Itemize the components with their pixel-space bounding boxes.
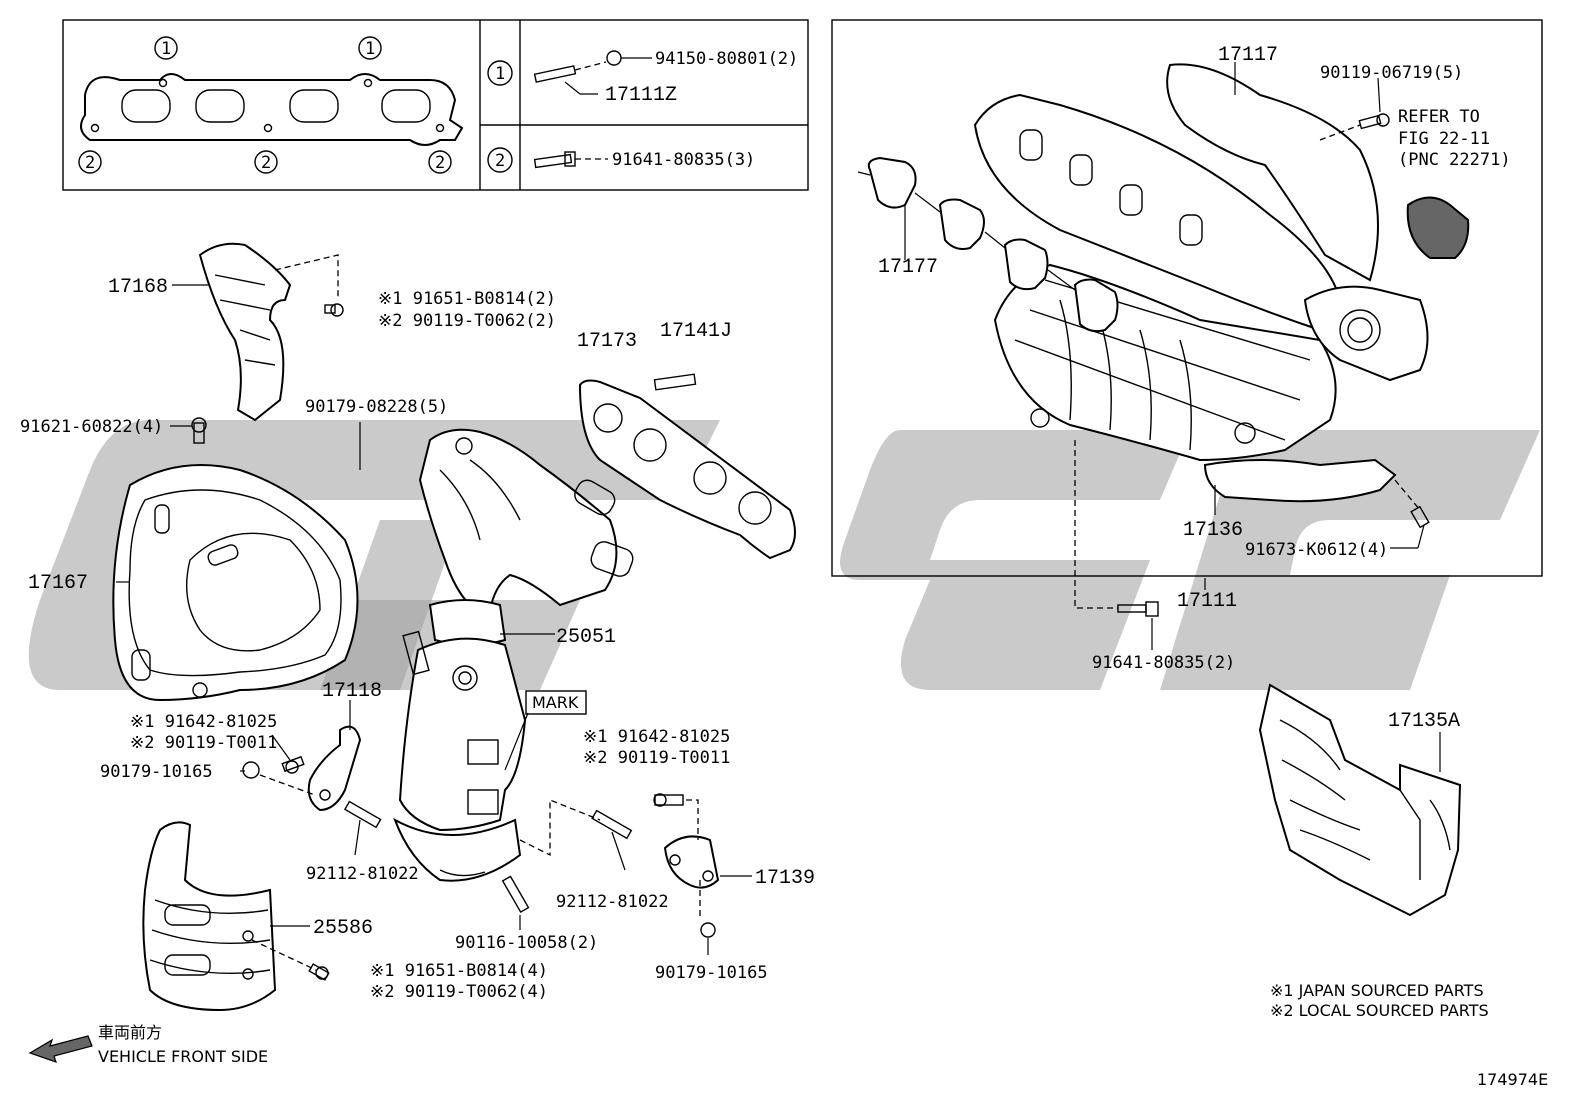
label-25051: 25051: [556, 626, 616, 649]
label-92112-a: 92112-81022: [306, 864, 419, 884]
label-right-japan: ※1 91642-81025: [583, 727, 730, 747]
label-17168-japan: ※1 91651-B0814(2): [378, 289, 556, 309]
svg-text:2: 2: [435, 153, 445, 173]
label-25586: 25586: [313, 917, 373, 940]
inset-row1-symbol: 1: [495, 64, 505, 84]
label-92112-b: 92112-81022: [556, 892, 669, 912]
label-refer-to: REFER TO: [1398, 107, 1480, 127]
label-91673-k0612: 91673-K0612(4): [1245, 540, 1388, 560]
label-91641-80835-2: 91641-80835(2): [1092, 653, 1235, 673]
exhaust-manifold-gasket: [578, 373, 796, 560]
svg-text:1: 1: [161, 39, 171, 59]
gasket-detail-inset: 1 1 2 2 2 1 2 94150-80801(2) 17111Z 9164…: [62, 19, 809, 191]
label-left-japan: ※1 91642-81025: [130, 712, 277, 732]
label-90116-10058: 90116-10058(2): [455, 933, 598, 953]
legend-local: ※2 LOCAL SOURCED PARTS: [1270, 1001, 1489, 1020]
label-90179-08228: 90179-08228(5): [305, 397, 448, 417]
leader-lines: [116, 62, 1441, 955]
front-arrow-icon: [28, 1035, 93, 1063]
converter-bracket-17139: [653, 793, 720, 938]
label-refer-pnc: (PNC 22271): [1398, 150, 1511, 170]
svg-text:2: 2: [261, 153, 271, 173]
svg-text:2: 2: [85, 153, 95, 173]
label-90119-06719: 90119-06719(5): [1320, 63, 1463, 83]
insulator-17135a: [1258, 683, 1462, 917]
inset-row2-label-0: 91641-80835(3): [612, 150, 755, 170]
figure-id: 174974E: [1477, 1070, 1548, 1089]
vehicle-front-indicator: 車両前方 VEHICLE FRONT SIDE: [28, 1023, 268, 1066]
intake-manifold-assembly: [831, 19, 1543, 617]
sourcing-legend: ※1 JAPAN SOURCED PARTS ※2 LOCAL SOURCED …: [1270, 981, 1489, 1020]
label-17139: 17139: [755, 867, 815, 890]
label-right-local: ※2 90119-T0011: [583, 748, 730, 768]
label-17168-local: ※2 90119-T0062(2): [378, 311, 556, 331]
label-bottom-japan: ※1 91651-B0814(4): [370, 961, 548, 981]
label-17167: 17167: [28, 572, 88, 595]
label-17118: 17118: [322, 680, 382, 703]
manifold-heat-insulator: [112, 417, 359, 702]
label-90179-10165-b: 90179-10165: [655, 963, 768, 983]
legend-japan: ※1 JAPAN SOURCED PARTS: [1270, 981, 1484, 1000]
label-90179-10165-a: 90179-10165: [100, 762, 213, 782]
label-bottom-local: ※2 90119-T0062(4): [370, 982, 548, 1002]
label-refer-fig: FIG 22-11: [1398, 129, 1490, 149]
inset-row1-label-0: 94150-80801(2): [655, 49, 798, 69]
mark-box: [525, 690, 587, 715]
inset-row1-label-1: 17111Z: [605, 84, 677, 107]
label-17117: 17117: [1218, 44, 1278, 67]
label-17111: 17111: [1177, 590, 1237, 613]
front-label-en: VEHICLE FRONT SIDE: [98, 1047, 268, 1066]
label-17168: 17168: [108, 276, 168, 299]
heat-insulator-bracket: [198, 242, 344, 422]
converter-bracket-17118: [242, 725, 633, 914]
label-17173: 17173: [577, 330, 637, 353]
exhaust-manifold-converter: [393, 428, 634, 882]
label-17177: 17177: [878, 256, 938, 279]
mark-label: MARK: [532, 693, 579, 712]
label-17141j: 17141J: [660, 320, 732, 343]
lower-heat-insulator: [142, 821, 330, 1012]
callout-labels: 17117 90119-06719(5) REFER TO FIG 22-11 …: [20, 44, 1511, 1002]
gasket-outline: [80, 73, 464, 146]
front-label-jp: 車両前方: [98, 1023, 162, 1042]
svg-text:1: 1: [365, 39, 375, 59]
label-left-local: ※2 90119-T0011: [130, 733, 277, 753]
label-17136: 17136: [1183, 519, 1243, 542]
inset-row2-symbol: 2: [495, 151, 505, 171]
label-17135a: 17135A: [1388, 710, 1460, 733]
label-91621-60822: 91621-60822(4): [20, 417, 163, 437]
